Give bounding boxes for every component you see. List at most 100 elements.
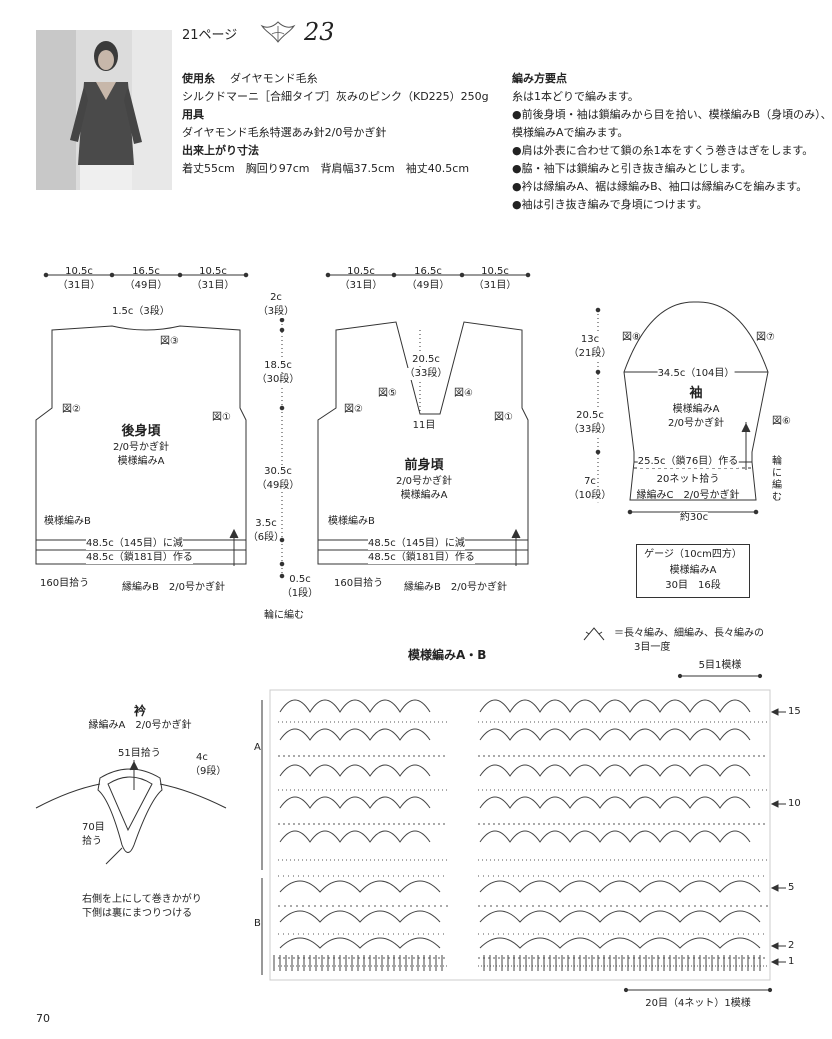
chart-repeat-bottom: 20目（4ネット）1模様 [645, 998, 751, 1009]
yarn-label: 使用糸 [182, 72, 215, 85]
gauge-title: ゲージ（10cm四方） [644, 549, 742, 560]
collar-pick-back: 51目拾う [118, 748, 161, 759]
sleeve-hook: 2/0号かぎ針 [667, 418, 725, 429]
front-pattern: 模様編みA [400, 490, 448, 501]
front-dim-right: 10.5c [481, 266, 509, 277]
front-band-label: 模様編みB [328, 516, 375, 527]
round-note: 輪に編む [264, 610, 304, 621]
chart-legend-2: 3目一度 [634, 642, 671, 653]
front-chain: 48.5c（鎖181目）作る [368, 552, 475, 564]
sleeve-cap-cm: 13c [580, 334, 600, 346]
pattern-number: 23 [304, 18, 335, 46]
armhole-cm: 18.5c [264, 360, 292, 372]
sleeve-cap-rows: （21段） [568, 348, 612, 360]
sleeve-round-note: 輪に編む [772, 456, 782, 503]
ornament-icon [258, 20, 298, 46]
chart-row-10: 10 [788, 798, 801, 809]
back-dim-center-st: （49目） [124, 280, 168, 291]
front-fig4-label: 図④ [454, 388, 473, 399]
edge-rows: （1段） [281, 588, 319, 599]
model-photo [36, 30, 172, 190]
collar-title: 衿 [133, 704, 147, 718]
chart-legend-1: ＝長々編み、細編み、長々編みの [614, 628, 764, 639]
size-label: 出来上がり寸法 [182, 144, 259, 157]
front-hook: 2/0号かぎ針 [395, 476, 453, 487]
back-reduce: 48.5c（145目）に減 [86, 538, 183, 550]
body-rows: （49段） [256, 480, 300, 492]
front-dim-right-st: （31目） [473, 280, 517, 291]
collar-note2: 下側は裏にまつりつける [82, 908, 193, 919]
back-pickup: 160目拾う [40, 578, 90, 589]
band-rows: （6段） [247, 532, 285, 543]
chart-repeat-top: 5目1模様 [698, 660, 742, 671]
back-dim-right-st: （31目） [191, 280, 235, 291]
tools-detail: ダイヤモンド毛糸特選あみ針2/0号かぎ針 [182, 126, 387, 139]
front-fig5-label: 図⑤ [378, 388, 397, 399]
back-neck-depth: 1.5c（3段） [112, 306, 170, 317]
back-chain: 48.5c（鎖181目）作る [86, 552, 193, 564]
back-hook: 2/0号かぎ針 [112, 442, 170, 453]
back-band-label: 模様編みB [44, 516, 91, 527]
gauge-pattern: 模様編みA [669, 565, 717, 576]
front-center-stitches: 11目 [412, 420, 436, 431]
vneck-rows: （33段） [404, 368, 448, 380]
front-reduce: 48.5c（145目）に減 [368, 538, 465, 550]
front-dim-center: 16.5c [414, 266, 442, 277]
sleeve-length-rows: （33段） [568, 424, 612, 436]
back-dim-right: 10.5c [199, 266, 227, 277]
front-fig1-label: 図① [494, 412, 513, 423]
sleeve-pattern: 模様編みA [672, 404, 720, 415]
sleeve-cuff-rows: （10段） [568, 490, 612, 502]
back-pattern: 模様編みA [117, 456, 165, 467]
gauge-box: ゲージ（10cm四方） 模様編みA 30目 16段 [636, 544, 750, 598]
back-fig2-label: 図② [62, 404, 81, 415]
front-title: 前身頃 [404, 458, 444, 473]
back-fig3-label: 図③ [160, 336, 179, 347]
sleeve-bottom-width: 約30c [679, 512, 709, 524]
armhole-rows: （30段） [256, 374, 300, 386]
sleeve-fig6-label: 図⑥ [772, 416, 791, 427]
back-dim-left-st: （31目） [57, 280, 101, 291]
page-number: 70 [36, 1012, 50, 1025]
back-dim-center: 16.5c [132, 266, 160, 277]
points-line: 糸は1本どりで編みます。 [512, 90, 639, 103]
sleeve-title: 袖 [689, 386, 703, 401]
shoulder-rows: （3段） [257, 306, 295, 318]
points-line: ●脇・袖下は鎖編みと引き抜き編みとじします。 [512, 162, 752, 175]
points-line: ●袖は引き抜き編みで身頃につけます。 [512, 198, 708, 211]
back-edge: 縁編みB 2/0号かぎ針 [122, 582, 225, 593]
chart-row-5: 5 [788, 882, 795, 893]
sleeve-net: 20ネット拾う [656, 474, 720, 485]
page-reference: 21ページ [182, 28, 238, 43]
chart-title: 模様編みA・B [408, 648, 487, 662]
sleeve-fig7-label: 図⑦ [756, 332, 775, 343]
collar-pick-side2: 拾う [82, 836, 102, 847]
chart-section-a: A [254, 742, 261, 753]
points-line: 模様編みAで編みます。 [512, 126, 629, 139]
collar-pick-side: 70目 [82, 822, 105, 833]
sleeve-cuff-edge: 縁編みC 2/0号かぎ針 [636, 490, 740, 501]
collar-note1: 右側を上にして巻きかがり [82, 894, 202, 905]
collar-height: 4c [196, 752, 208, 763]
shoulder-cm: 2c [270, 292, 282, 303]
edge-cm: 0.5c [289, 574, 311, 585]
band-cm: 3.5c [255, 518, 277, 529]
body-cm: 30.5c [264, 466, 292, 478]
vneck-cm: 20.5c [412, 354, 440, 366]
sleeve-fig8-label: 図⑧ [622, 332, 641, 343]
back-dim-left: 10.5c [65, 266, 93, 277]
chart-row-1: 1 [788, 956, 795, 967]
gauge-values: 30目 16段 [665, 580, 721, 591]
sleeve-cuff-cm: 7c [584, 476, 596, 488]
chart-section-b: B [254, 918, 261, 929]
chart-row-2: 2 [788, 940, 795, 951]
front-dim-center-st: （49目） [406, 280, 450, 291]
front-dim-left: 10.5c [347, 266, 375, 277]
tools-label: 用具 [182, 108, 204, 121]
yarn-detail: シルクドマーニ［合細タイプ］灰みのピンク（KD225）250g [182, 90, 489, 103]
model-photo-figure [36, 30, 172, 190]
points-line: ●前後身頃・袖は鎖編みから目を拾い、模様編みB（身頃のみ）、 [512, 108, 832, 121]
back-fig1-label: 図① [212, 412, 231, 423]
front-fig2-label: 図② [344, 404, 363, 415]
front-pickup: 160目拾う [334, 578, 384, 589]
